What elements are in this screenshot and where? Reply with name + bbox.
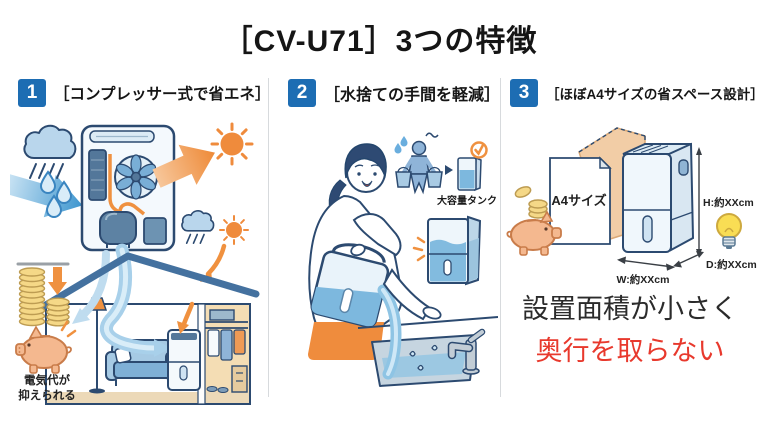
condenser-icon — [88, 149, 107, 201]
feature-2-number-badge: 2 — [288, 79, 316, 107]
water-tank-in-hands — [310, 243, 390, 328]
feature-2-header: 2 ［水捨ての手間を軽減］ — [288, 79, 500, 107]
intake-arrow-icon — [10, 173, 83, 218]
panel-divider-1 — [268, 78, 269, 397]
mouth — [361, 180, 373, 187]
water-disposal-illustration: 大容量タンク — [308, 132, 498, 387]
feature-2-title: ［水捨ての手間を軽減］ — [324, 87, 501, 104]
feature-1-number-badge: 1 — [18, 79, 46, 107]
sparkle-lines-icon — [412, 236, 426, 262]
skirt — [308, 322, 384, 360]
kitchen-sink — [357, 316, 498, 387]
feature-1-header: 1 ［コンプレッサー式で省エネ］ — [18, 79, 271, 107]
exhaust-arrow-icon — [152, 144, 215, 188]
warm-air-arrow-icon — [177, 301, 195, 334]
coins-icon — [514, 186, 548, 219]
feature-3-header: 3 ［ほぼA4サイズの省スペース設計］ — [510, 79, 760, 107]
arrow-right-icon — [445, 165, 453, 175]
piggy-bank-icon — [506, 210, 562, 256]
tank-capacity-label: 大容量タンク — [437, 194, 497, 207]
piggy-bank-icon — [15, 320, 77, 374]
tired-person-carrying-buckets-icon — [394, 132, 443, 195]
check-badge-icon — [470, 141, 488, 159]
large-water-tank-icon — [412, 215, 482, 286]
sun-icon — [210, 122, 254, 166]
compressor-icon — [99, 211, 137, 248]
small-rain-cloud-icon — [181, 210, 215, 245]
footprint-note-line1: 設置面積が小さく — [522, 294, 738, 324]
feature-1-title: ［コンプレッサー式で省エネ］ — [54, 86, 271, 103]
a4-size-label: A4サイズ — [551, 193, 606, 208]
capacitor-box-icon — [143, 217, 167, 245]
depth-dimension — [673, 251, 704, 268]
faucet-icon — [447, 328, 486, 375]
a4-paper-sheet: A4サイズ — [549, 156, 612, 245]
dehumidifier-internal-unit — [80, 124, 176, 252]
airflow-swoosh — [72, 243, 171, 357]
room-dehumidifier-icon — [167, 329, 201, 391]
reaching-arm — [382, 268, 442, 321]
fan-icon — [114, 154, 158, 200]
dehumidifier-product — [622, 142, 695, 253]
feature-3-number-badge: 3 — [510, 79, 538, 107]
upper-arm — [352, 213, 402, 257]
water-drops-icon — [39, 170, 73, 218]
water-tank-mini-icon — [457, 141, 488, 192]
closet-contents — [205, 309, 248, 393]
hair — [344, 143, 387, 179]
width-dimension — [617, 256, 675, 271]
electricity-saving-caption-line2: 抑えられる — [18, 388, 76, 402]
rain-cloud-icon — [23, 124, 77, 179]
a4-size-compact-illustration: A4サイズ H:約XXcm W:約XXcm — [506, 127, 757, 286]
house-illustration — [30, 243, 260, 405]
panel-divider-2 — [500, 78, 501, 397]
width-dimension-label: W:約XXcm — [617, 273, 670, 286]
footprint-note-line2: 奥行を取らない — [535, 336, 725, 366]
coin-stacks-icon — [16, 262, 70, 327]
height-dimension-label: H:約XXcm — [703, 196, 754, 209]
dizzy-squiggle-icon — [425, 132, 439, 138]
hand-on-handle — [350, 243, 366, 257]
footprint-note: 設置面積が小さく 奥行を取らない — [500, 288, 760, 372]
height-dimension — [696, 147, 702, 257]
depth-dimension-label: D:約XXcm — [706, 258, 757, 271]
compressor-energy-saving-illustration: 電気代が 抑えられる — [10, 122, 260, 405]
water-stream — [377, 284, 438, 380]
lightbulb-icon — [716, 213, 742, 249]
page-title: ［CV-U71］3つの特徴 — [222, 25, 538, 58]
electricity-saving-caption-line1: 電気代が — [24, 373, 70, 387]
roof — [30, 252, 260, 316]
small-sun-icon — [219, 215, 249, 245]
savings-down-arrow-icon — [48, 267, 67, 295]
feature-3-title: ［ほぼA4サイズの省スペース設計］ — [546, 87, 760, 102]
